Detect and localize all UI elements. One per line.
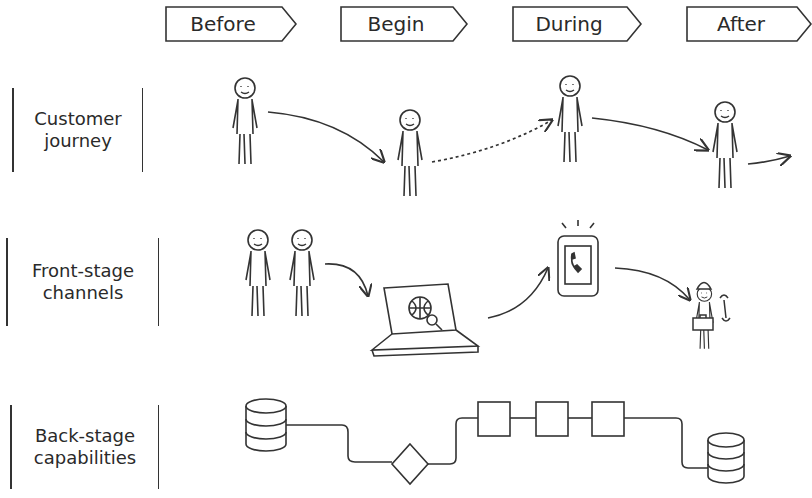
chevron-shape [166,7,296,41]
front-stage-illustration [246,220,730,356]
phase-label: Begin [368,12,425,36]
lane-label: Front-stage channels [16,260,150,303]
phase-label: During [535,12,602,36]
phase-chevron: After [686,6,812,42]
chevron-shape [687,7,811,41]
phase-label: Before [190,12,255,36]
lane-label-box: Front-stage channels [6,238,159,326]
journey-arrows [268,112,790,164]
lane-label: Customer journey [22,108,134,151]
lane-label: Back-stage capabilities [20,425,150,468]
chevron-shape [341,7,467,41]
phase-chevron: Begin [340,6,468,42]
phase-label: After [717,12,765,36]
lane-label-box: Back-stage capabilities [10,405,159,489]
back-stage-illustration [246,399,744,484]
lane-label-box: Customer journey [12,88,143,172]
phase-chevron: During [512,6,642,42]
chevron-shape [513,7,641,41]
phase-chevron: Before [165,6,297,42]
customer-figures [233,76,737,196]
